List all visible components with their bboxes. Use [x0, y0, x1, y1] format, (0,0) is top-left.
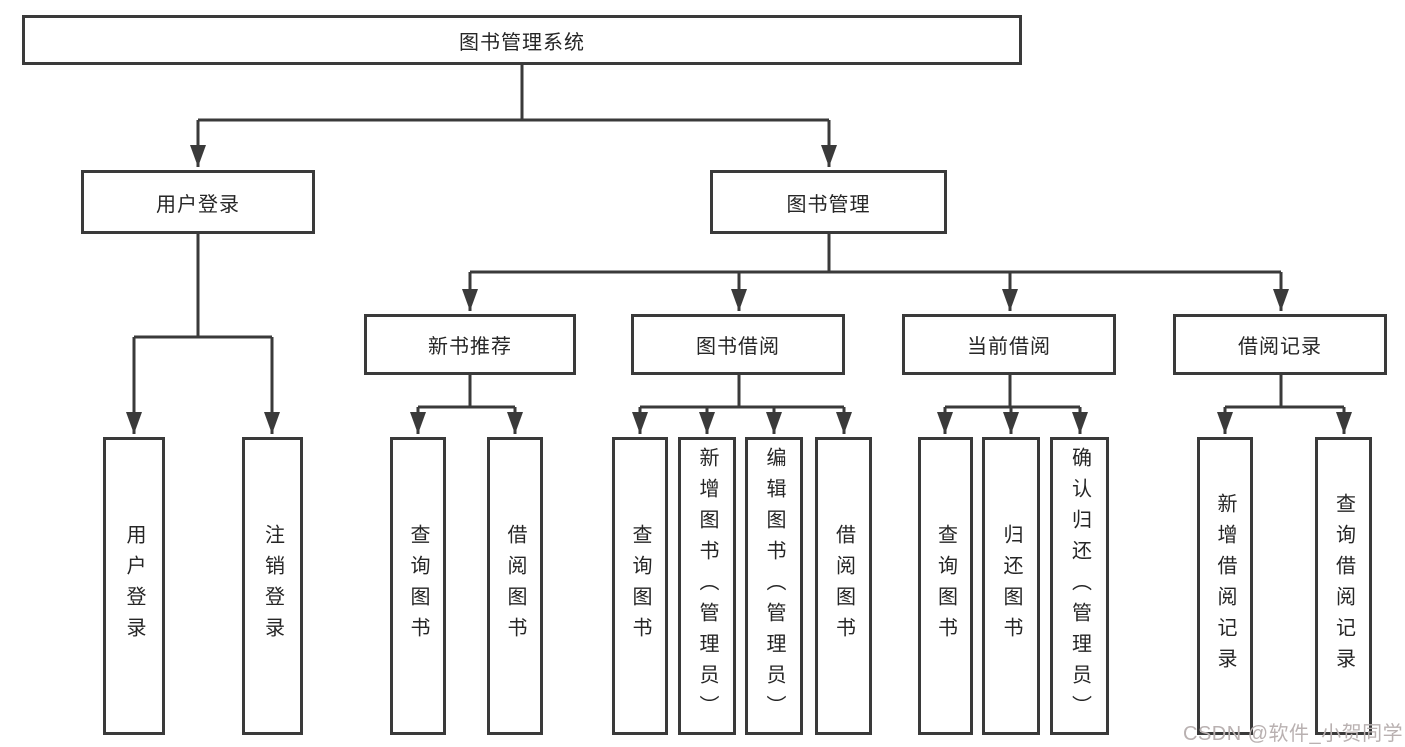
node-leaf-confirm-return-admin: 确认归还（管理员） [1050, 437, 1109, 735]
node-label: 用户登录 [156, 193, 240, 216]
node-leaf-query-books-current: 查询图书 [918, 437, 973, 735]
node-leaf-edit-books-admin: 编辑图书（管理员） [745, 437, 803, 735]
node-label: 编辑图书（管理员） [763, 446, 785, 726]
node-leaf-query-books-borrow: 查询图书 [612, 437, 668, 735]
node-leaf-query-borrow-record: 查询借阅记录 [1315, 437, 1372, 735]
node-label: 新增图书（管理员） [696, 446, 718, 726]
connector-current-borrowing [945, 375, 1080, 409]
node-library-management-system: 图书管理系统 [22, 15, 1022, 65]
node-new-book-recommend: 新书推荐 [364, 314, 576, 375]
node-leaf-query-books-recommend: 查询图书 [390, 437, 446, 735]
node-user-login: 用户登录 [81, 170, 315, 234]
connector-borrowing-records [1225, 375, 1344, 409]
node-label: 借阅记录 [1238, 336, 1322, 358]
node-borrowing-records: 借阅记录 [1173, 314, 1387, 375]
node-label: 借阅图书 [832, 524, 855, 648]
node-book-management: 图书管理 [710, 170, 947, 234]
node-leaf-borrow-books-recommend: 借阅图书 [487, 437, 543, 735]
node-label: 图书管理 [786, 193, 871, 216]
csdn-watermark: CSDN @软件_小贺同学 [1183, 723, 1404, 745]
node-label: 注销登录 [261, 524, 284, 648]
connector-user-login [134, 234, 272, 339]
node-leaf-logout: 注销登录 [242, 437, 303, 735]
node-label: 用户登录 [123, 524, 145, 648]
connector-root [198, 65, 829, 122]
node-current-borrowing: 当前借阅 [902, 314, 1116, 375]
node-label: 新书推荐 [428, 336, 512, 358]
connector-book-borrowing [640, 375, 844, 409]
node-leaf-borrow-books: 借阅图书 [815, 437, 872, 735]
connector-new-book [418, 375, 515, 409]
node-label: 查询图书 [934, 524, 957, 648]
node-leaf-add-borrow-record: 新增借阅记录 [1197, 437, 1253, 735]
node-label: 查询图书 [407, 524, 429, 648]
node-label: 确认归还（管理员） [1068, 446, 1091, 726]
node-leaf-add-books-admin: 新增图书（管理员） [678, 437, 736, 735]
connector-book-management [470, 234, 1281, 274]
node-label: 图书管理系统 [459, 31, 585, 54]
node-label: 借阅图书 [504, 524, 526, 648]
node-leaf-user-login: 用户登录 [103, 437, 165, 735]
node-label: 新增借阅记录 [1214, 493, 1236, 679]
node-label: 查询借阅记录 [1332, 493, 1355, 679]
node-label: 归还图书 [1000, 524, 1022, 648]
node-label: 当前借阅 [967, 336, 1051, 358]
node-label: 图书借阅 [696, 336, 780, 358]
node-label: 查询图书 [629, 524, 651, 648]
node-book-borrowing: 图书借阅 [631, 314, 845, 375]
node-leaf-return-books: 归还图书 [982, 437, 1040, 735]
